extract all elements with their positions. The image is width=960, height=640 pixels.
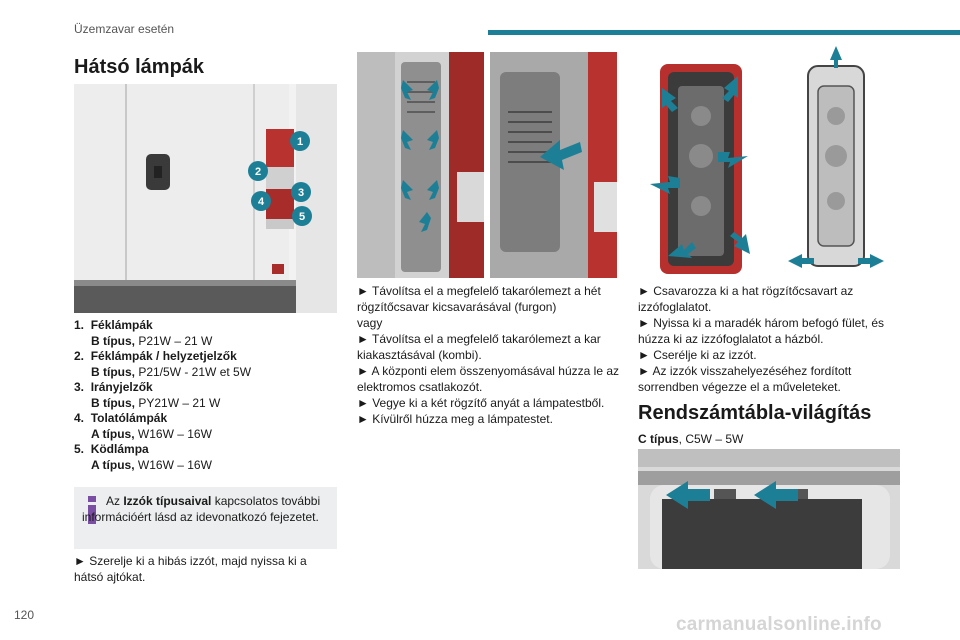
page-number: 120	[14, 608, 35, 622]
header-label: Üzemzavar esetén	[74, 22, 175, 36]
license-plate-lighting-title: Rendszámtábla-világítás	[638, 402, 872, 424]
step-text: ► Vegye ki a két rögzítő anyát a lámpate…	[357, 396, 605, 410]
step-text: ► Csavarozza ki a hat rögzítőcsavart az …	[638, 284, 854, 314]
list-item: 3. Irányjelzők B típus, PY21W – 21 W	[74, 380, 221, 410]
step-text: vagy	[357, 316, 383, 330]
header-accent-bar	[488, 30, 960, 35]
callout-1: 1	[290, 131, 310, 151]
svg-text:1: 1	[297, 136, 303, 148]
section-title: Hátsó lámpák	[74, 56, 205, 78]
list-item: 5. Ködlámpa A típus, W16W – 16W	[74, 442, 212, 472]
svg-text:4: 4	[258, 196, 265, 208]
col1-instruction: ► Szerelje ki a hibás izzót, majd nyissa…	[74, 554, 307, 584]
step-text: ► Kívülről húzza meg a lámpatestet.	[357, 412, 553, 426]
plate-bulb-spec: C típus, C5W – 5W	[638, 432, 744, 446]
step-text: ► A központi elem összenyomásával húzza …	[357, 364, 620, 394]
callout-4: 4	[251, 191, 271, 211]
svg-text:5: 5	[299, 211, 305, 223]
list-item: 2. Féklámpák / helyzetjelzők B típus, P2…	[74, 349, 252, 379]
step-text: ► Nyissa ki a maradék három befogó fület…	[638, 316, 884, 346]
plate-light-photo	[638, 449, 900, 569]
step-text: ► Távolítsa el a megfelelő takarólemezt …	[357, 284, 601, 314]
callout-3: 3	[291, 182, 311, 202]
svg-text:3: 3	[298, 187, 304, 199]
info-note: Az Izzók típusaival kapcsolatos további …	[74, 487, 337, 549]
rear-lamps-photo: 1 2 3 4 5	[74, 84, 337, 313]
watermark: carmanualsonline.info	[676, 614, 882, 635]
step-text: ► Az izzók visszahelyezéséhez fordított …	[638, 364, 852, 394]
col3-steps: ► Csavarozza ki a hat rögzítőcsavart az …	[638, 283, 900, 395]
bulb-holder-photo	[638, 46, 900, 278]
callout-5: 5	[292, 206, 312, 226]
list-item: 1. Féklámpák B típus, P21W – 21 W	[74, 318, 213, 348]
svg-text:2: 2	[255, 166, 261, 178]
step-text: ► Távolítsa el a megfelelő takarólemezt …	[357, 332, 601, 362]
step-text: ► Cserélje ki az izzót.	[638, 348, 757, 362]
info-icon	[88, 496, 96, 524]
list-item: 4. Tolatólámpák A típus, W16W – 16W	[74, 411, 212, 441]
callout-2: 2	[248, 161, 268, 181]
lamp-housing-photo	[490, 52, 617, 278]
lamp-list: 1. Féklámpák B típus, P21W – 21 W 2. Fék…	[74, 318, 339, 473]
info-note-text: Az Izzók típusaival kapcsolatos további …	[82, 494, 321, 524]
col2-steps: ► Távolítsa el a megfelelő takarólemezt …	[357, 283, 619, 427]
cover-panel-photo	[357, 52, 484, 278]
